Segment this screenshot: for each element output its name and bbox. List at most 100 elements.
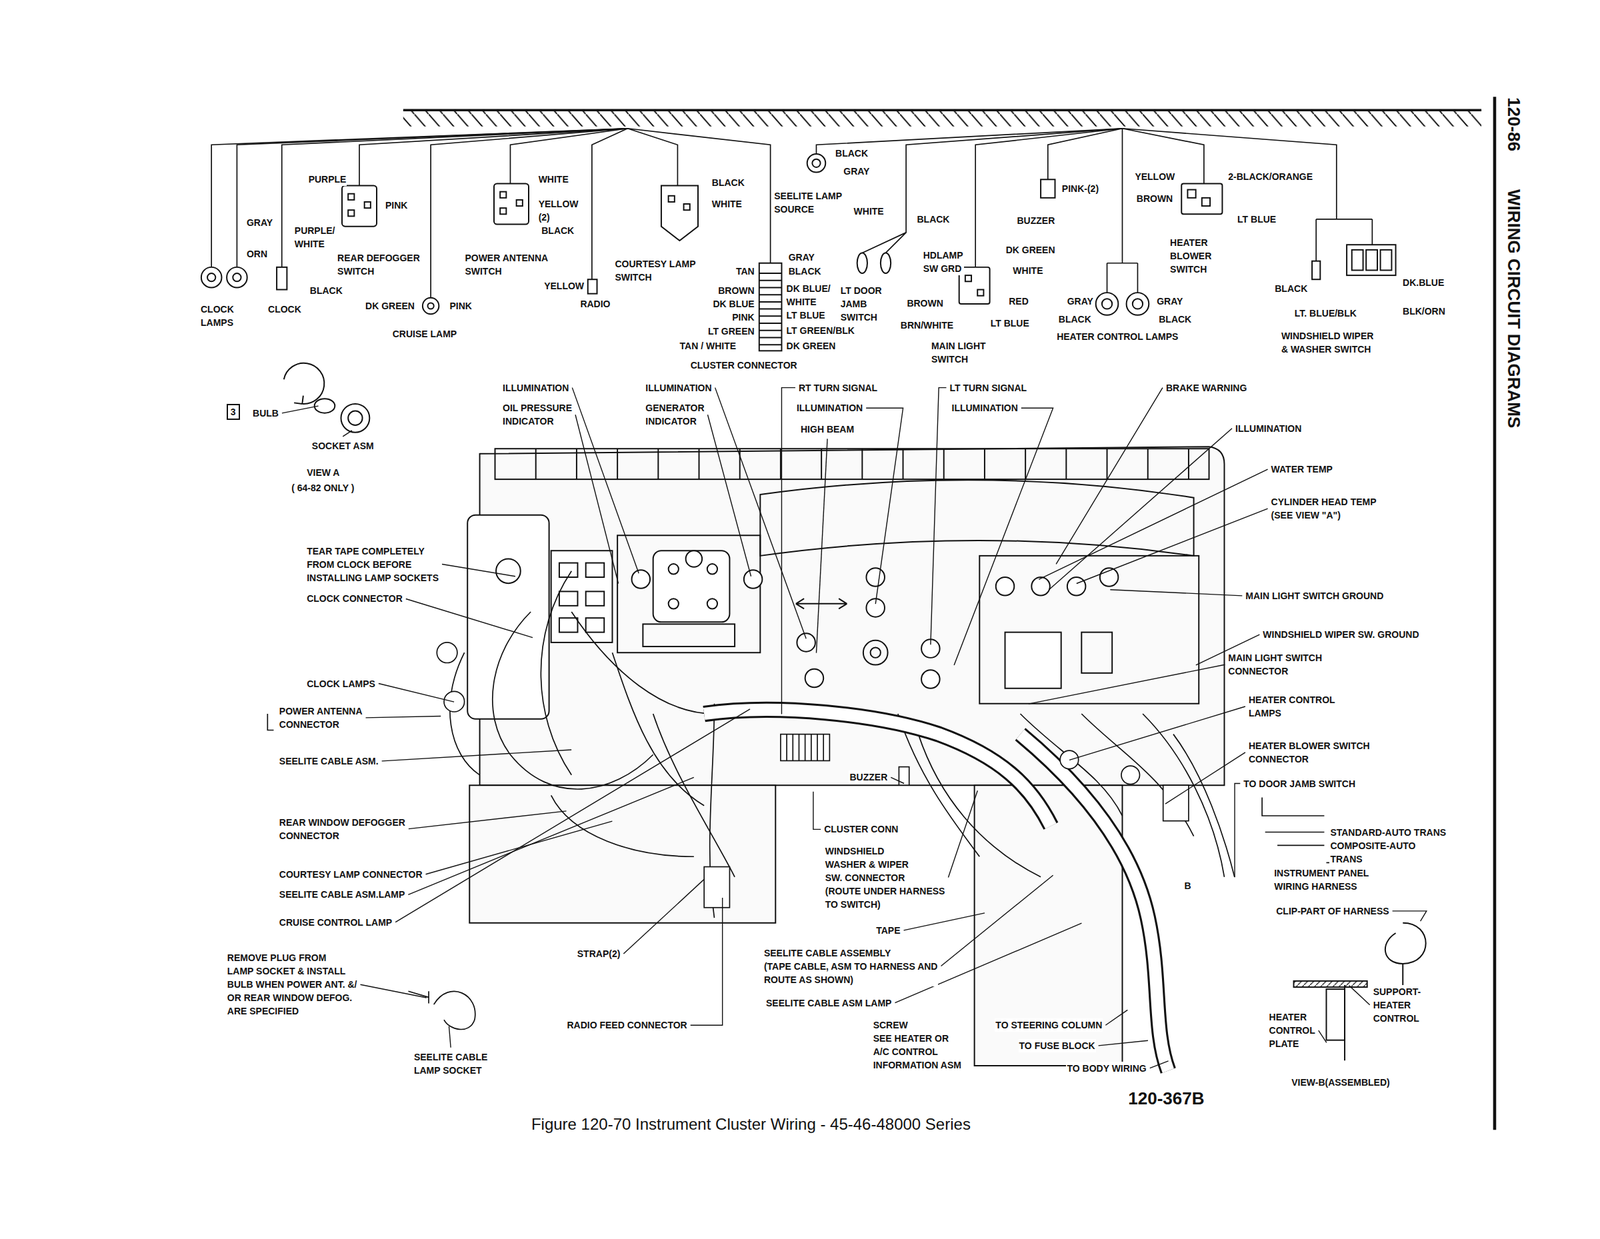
bulb-detail <box>348 411 362 426</box>
bulb-detail <box>294 396 304 404</box>
part-label: DK BLUE/ WHITE <box>786 282 832 309</box>
leader-line <box>408 811 567 830</box>
caption-slot: Figure 120-70 Instrument Cluster Wiring … <box>530 1114 972 1136</box>
clip-detail <box>1385 923 1426 964</box>
leader-line <box>1110 590 1242 596</box>
harness-wire <box>236 128 628 268</box>
label-slot: LT BLUE <box>990 316 1030 330</box>
part-label: REAR DEFOGGER SWITCH <box>336 251 421 278</box>
lamp-socket <box>744 570 763 589</box>
callout-label: TO STEERING COLUMN <box>994 1018 1103 1032</box>
label-slot: ORN <box>246 247 268 261</box>
harness-wire <box>1122 128 1204 184</box>
label-slot: BLACK <box>711 176 746 190</box>
switch-connector-symbol <box>232 273 241 282</box>
clip-detail <box>1344 985 1346 1061</box>
leader-line <box>813 792 821 830</box>
part-label: BLACK <box>916 212 950 226</box>
wire-bundle <box>267 714 274 730</box>
switch-connector-symbol <box>812 159 820 168</box>
leader-line <box>1348 986 1370 1006</box>
label-slot: TO STEERING COLUMN <box>994 1018 1103 1032</box>
callout-label: ILLUMINATION <box>1234 422 1302 436</box>
part-label: BLACK <box>788 264 822 278</box>
instrument-cluster <box>536 448 1189 480</box>
label-slot: CLOCK <box>267 302 302 316</box>
harness-wire <box>592 128 628 280</box>
label-slot: BROWN <box>717 284 755 298</box>
label-slot: ILLUMINATION <box>1234 422 1302 436</box>
part-label: GRAY <box>842 164 870 178</box>
instrument-cluster <box>863 640 888 666</box>
label-slot: BUZZER <box>1016 214 1056 228</box>
label-slot: POWER ANTENNA SWITCH <box>464 251 549 278</box>
label-slot: PURPLE <box>308 172 348 186</box>
switch-connector-symbol <box>276 267 287 290</box>
part-label: GRAY <box>788 250 816 264</box>
wire-bundle <box>898 767 909 786</box>
part-label: PINK <box>731 310 755 324</box>
callout-label: POWER ANTENNA CONNECTOR <box>278 704 364 732</box>
part-label: PINK-(2) <box>1061 182 1100 196</box>
callout-label: CYLINDER HEAD TEMP (SEE VIEW "A") <box>1270 495 1378 522</box>
part-label: VIEW A <box>306 466 340 480</box>
callout-label: RADIO FEED CONNECTOR <box>566 1018 688 1032</box>
leader-line <box>904 913 985 931</box>
switch-connector-symbol <box>959 267 990 304</box>
wire-bundle <box>653 714 735 878</box>
label-slot: SEELITE CABLE ASSEMBLY (TAPE CABLE, ASM … <box>763 946 939 987</box>
label-slot: BROWN <box>906 296 944 310</box>
leader-line <box>1105 1010 1128 1026</box>
part-label: TAN / WHITE <box>679 339 738 353</box>
lamp-socket <box>1067 577 1086 596</box>
label-slot: TO FUSE BLOCK <box>1018 1039 1096 1053</box>
label-slot: INSTRUMENT PANEL WIRING HARNESS <box>1273 866 1370 894</box>
part-label: PINK <box>384 198 408 212</box>
harness-wire <box>211 128 628 268</box>
part-label: GRAY <box>1066 294 1094 308</box>
switch-connector-symbol <box>201 267 222 288</box>
part-label: LT GREEN <box>707 324 756 338</box>
part-label: BUZZER <box>1016 214 1056 228</box>
label-slot: RED <box>1008 294 1030 308</box>
label-slot: WINDSHIELD WIPER SW. GROUND <box>1262 628 1420 642</box>
label-slot: TAN <box>735 264 756 278</box>
lamp-socket <box>921 670 940 689</box>
label-slot: ILLUMINATION <box>951 401 1019 415</box>
label-slot: ILLUMINATION <box>502 381 570 395</box>
label-slot: GRAY <box>1156 294 1184 308</box>
label-slot: LT BLUE <box>1236 212 1277 226</box>
part-label: ORN <box>246 247 268 261</box>
label-slot: WIRING CIRCUIT DIAGRAMS <box>1502 188 1526 429</box>
page-header: 120-86 <box>1502 96 1526 152</box>
label-slot: PINK <box>448 299 472 313</box>
part-label: HEATER BLOWER SWITCH <box>1169 236 1212 276</box>
label-slot: SOCKET ASM <box>311 439 375 453</box>
callout-label: WINDSHIELD WIPER SW. GROUND <box>1262 628 1420 642</box>
lamp-socket <box>1031 577 1050 596</box>
leader-line <box>1069 706 1246 760</box>
wire-bundle <box>1121 766 1140 785</box>
label-slot: BLACK <box>309 284 344 298</box>
wire-bundle <box>780 734 830 762</box>
switch-connector-symbol <box>1366 250 1378 271</box>
label-slot: 120-367B <box>1127 1087 1205 1110</box>
part-label: RADIO <box>579 297 611 311</box>
lamp-socket <box>632 550 1119 689</box>
instrument-cluster <box>668 564 679 574</box>
leader-line <box>1056 388 1163 565</box>
harness-wire <box>359 128 628 186</box>
harness-wire <box>1107 128 1138 293</box>
callout-label: TO FUSE BLOCK <box>1018 1039 1096 1053</box>
leader-line <box>1098 1040 1148 1046</box>
instrument-cluster <box>586 563 605 578</box>
bracket-line <box>1265 832 1325 834</box>
wire-bundle <box>540 571 572 776</box>
instrument-cluster <box>559 618 578 632</box>
label-slot: TAN / WHITE <box>679 339 738 353</box>
switch-connector-symbol <box>516 200 523 206</box>
callout-label: CRUISE CONTROL LAMP <box>278 916 393 930</box>
label-slot: LT GREEN <box>707 324 756 338</box>
